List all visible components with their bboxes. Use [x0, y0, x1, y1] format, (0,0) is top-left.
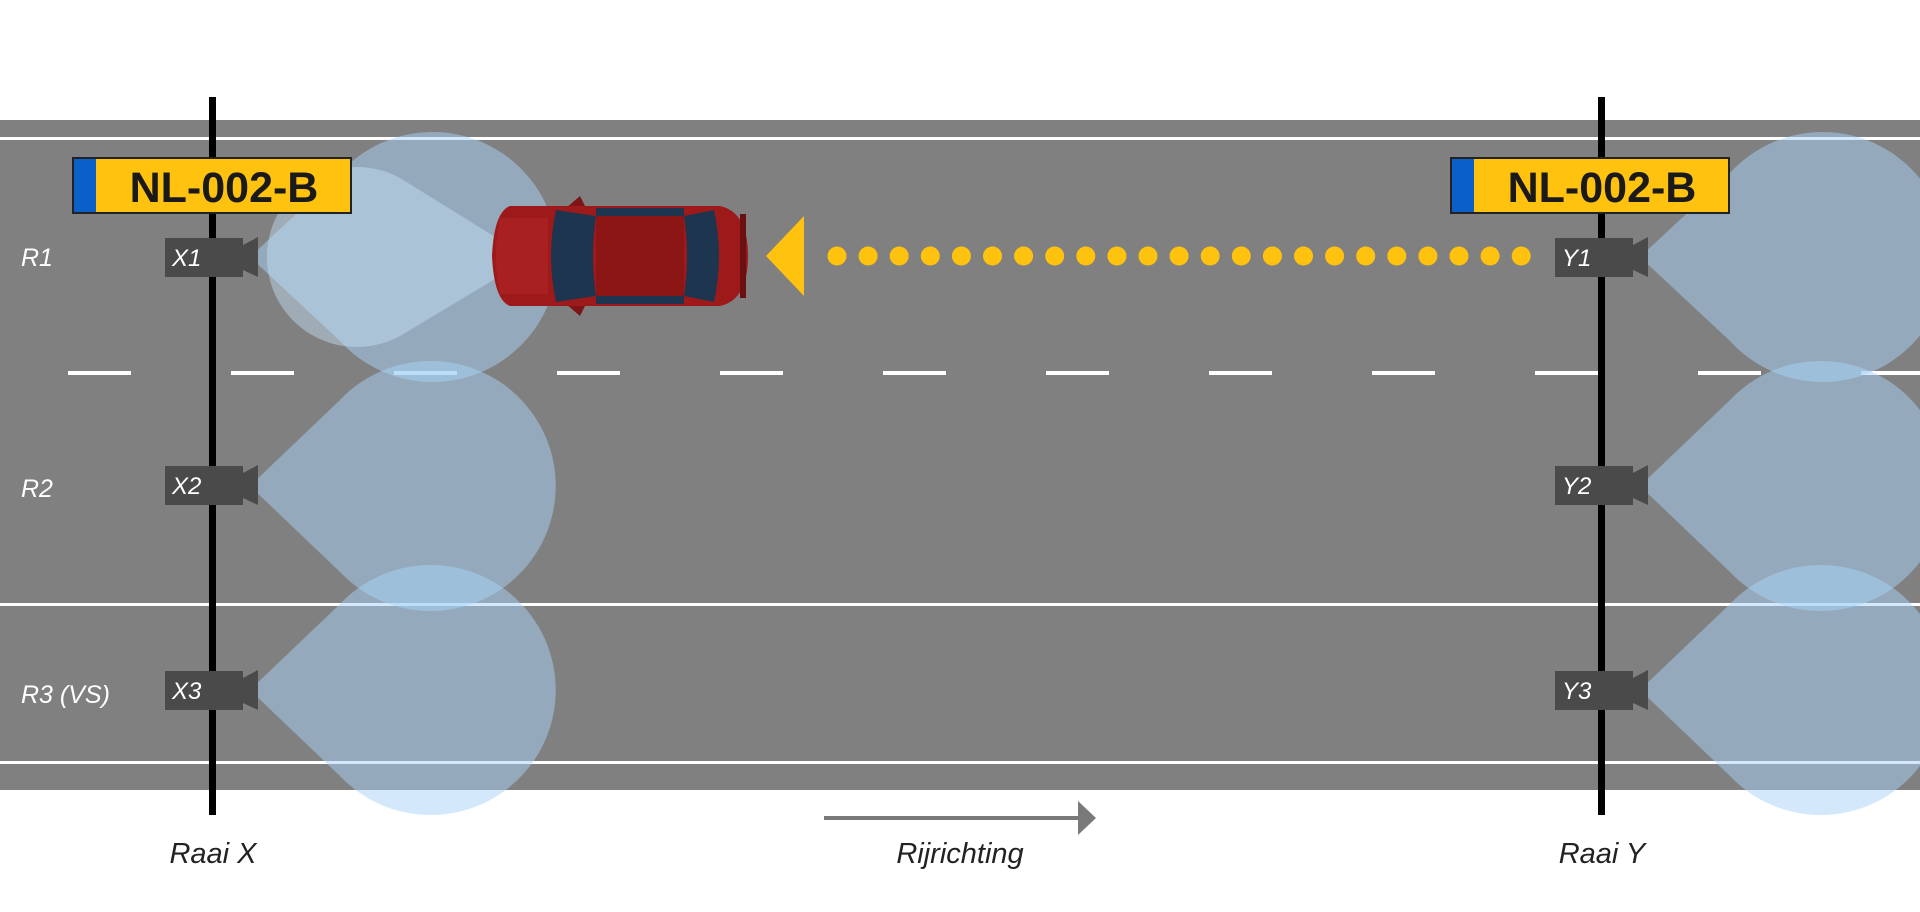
camera-icon [1555, 466, 1633, 505]
camera-icon [165, 238, 243, 277]
trajectory-arrow-icon [766, 216, 804, 296]
road-edge-top [0, 137, 1920, 140]
camera-label: Y3 [1562, 678, 1592, 705]
trajectory-dot [1138, 246, 1158, 266]
camera-lens-icon [1633, 237, 1648, 277]
trajectory-dot [1076, 246, 1096, 266]
trajectory-dot [858, 246, 878, 266]
plate-eu-strip [74, 159, 96, 212]
camera-x3: X3 [165, 670, 258, 710]
trajectory-dot [1231, 246, 1251, 266]
trajectory-dot [889, 246, 909, 266]
camera-label: X2 [171, 473, 201, 500]
trajectory-dot [1387, 246, 1407, 266]
trajectory-dots [827, 246, 1531, 266]
camera-label: Y2 [1562, 473, 1591, 500]
camera-x2: X2 [165, 465, 258, 505]
direction-label: Rijrichting [896, 838, 1023, 870]
camera-lens-icon [243, 237, 258, 277]
trajectory-dot [1356, 246, 1376, 266]
trajectory-dot [983, 246, 1002, 266]
lane-dash [1046, 371, 1109, 375]
raai-x-label: Raai X [169, 838, 258, 870]
car-windshield [551, 210, 596, 302]
camera-label: X1 [171, 245, 201, 272]
lane-dash [1861, 371, 1920, 375]
car-tail [740, 214, 746, 298]
lane-dash [720, 371, 783, 375]
lane-label-r1: R1 [21, 244, 53, 272]
trajectory-dot [1480, 246, 1500, 266]
lane-dash [1535, 371, 1598, 375]
plate-body [1450, 157, 1730, 214]
car-rear-window [684, 210, 719, 302]
plate-body [72, 157, 352, 214]
car-window [596, 296, 684, 304]
direction-arrow-head-icon [1078, 801, 1096, 835]
camera-lens-icon [1633, 465, 1648, 505]
camera-icon [165, 671, 243, 710]
camera-lens-icon [243, 670, 258, 710]
trajectory-dot [1262, 246, 1282, 266]
lane-label-r3: R3 (VS) [21, 681, 110, 709]
camera-label: Y1 [1562, 245, 1591, 272]
beam-x3 [250, 565, 556, 816]
raai-x-line [209, 97, 216, 815]
beam-x2 [250, 361, 556, 611]
direction-arrow-shaft [824, 816, 1080, 820]
car-roof [596, 216, 684, 296]
car-mirror [566, 304, 586, 316]
raai-y-label: Raai Y [1559, 838, 1648, 870]
direction-arrow [824, 801, 1096, 835]
license-plate-right: NL-002-B [1450, 157, 1730, 214]
trajectory-dot [1107, 246, 1127, 266]
camera-y2: Y2 [1555, 465, 1648, 505]
road-edge-bottom [0, 761, 1920, 764]
camera-label: X3 [171, 678, 202, 705]
trajectory-dot [1418, 246, 1438, 266]
car-mirror [566, 196, 586, 208]
car-hood [496, 218, 548, 294]
camera-icon [1555, 671, 1633, 710]
trajectory-dot [1294, 246, 1313, 266]
lane-dash [883, 371, 946, 375]
camera-icon [165, 466, 243, 505]
trajectory-dot [1169, 246, 1189, 266]
license-plate-left: NL-002-B [72, 157, 352, 214]
lane-dash [68, 371, 131, 375]
trajectory-dot [951, 246, 971, 266]
trajectory-dot [827, 246, 847, 266]
lane-dash [1372, 371, 1435, 375]
car-icon [492, 196, 748, 316]
camera-x1: X1 [165, 237, 258, 277]
beam-y2 [1640, 361, 1920, 611]
beam-y3 [1640, 565, 1920, 815]
trajectory-dot [1511, 246, 1531, 266]
trajectory-dot [1325, 246, 1345, 266]
plate-text: NL-002-B [1508, 164, 1697, 212]
lane-label-r2: R2 [21, 475, 53, 503]
camera-y1: Y1 [1555, 237, 1648, 277]
camera-lens-icon [1633, 670, 1648, 710]
camera-lens-icon [243, 465, 258, 505]
plate-eu-strip [1452, 159, 1474, 212]
camera-y3: Y3 [1555, 670, 1648, 710]
camera-icon [1555, 238, 1633, 277]
car-window [596, 208, 684, 216]
trajectory-dot [1014, 246, 1034, 266]
lane-dash [1698, 371, 1761, 375]
trajectory-dot [920, 246, 940, 266]
plate-text: NL-002-B [130, 164, 319, 212]
lane-dash [557, 371, 620, 375]
trajectory-dot [1045, 246, 1065, 266]
lane-dash [1209, 371, 1272, 375]
raai-y-line [1598, 97, 1605, 815]
lane-dash [231, 371, 294, 375]
trajectory-dot [1200, 246, 1220, 266]
trajectory-dot [1449, 246, 1469, 266]
lane-separator-solid [0, 603, 1920, 606]
